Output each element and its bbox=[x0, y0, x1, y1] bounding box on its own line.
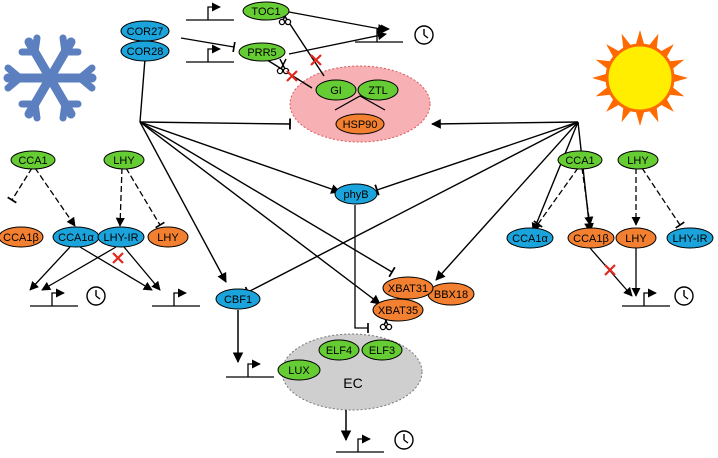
svg-text:CCA1: CCA1 bbox=[565, 155, 594, 167]
sun-ray bbox=[595, 59, 611, 69]
svg-text:ELF3: ELF3 bbox=[369, 345, 395, 357]
sun-icon bbox=[592, 30, 688, 126]
sun-ray bbox=[649, 33, 659, 49]
cbf1-node: CBF1 bbox=[215, 288, 261, 310]
svg-text:COR27: COR27 bbox=[127, 26, 164, 38]
svg-text:ZTL: ZTL bbox=[368, 85, 388, 97]
promoter-left-2 bbox=[152, 293, 200, 306]
svg-text:XBAT31: XBAT31 bbox=[388, 283, 428, 295]
promoter-lux bbox=[226, 364, 274, 377]
svg-text:CCA1α: CCA1α bbox=[58, 232, 94, 244]
sun-ray bbox=[649, 107, 659, 123]
svg-text:LUX: LUX bbox=[288, 365, 310, 377]
cca1-right-node: CCA1 bbox=[557, 150, 603, 170]
lhyir-left-node: LHY-IR bbox=[97, 226, 145, 248]
promoter-left-1 bbox=[30, 293, 78, 306]
cor27-node: COR27 bbox=[120, 20, 170, 42]
toc1-node: TOC1 bbox=[242, 1, 290, 21]
hsp90-node: HSP90 bbox=[335, 113, 385, 135]
svg-text:HSP90: HSP90 bbox=[343, 119, 378, 131]
lhy-right-orange-node: LHY bbox=[615, 227, 657, 249]
svg-text:LHY: LHY bbox=[627, 155, 649, 167]
svg-text:PRR5: PRR5 bbox=[247, 47, 276, 59]
svg-text:CCA1β: CCA1β bbox=[573, 233, 609, 245]
svg-text:TOC1: TOC1 bbox=[251, 6, 280, 18]
cca1a-left-node: CCA1α bbox=[52, 226, 100, 248]
promoter-ec bbox=[336, 439, 384, 452]
svg-text:LHY-IR: LHY-IR bbox=[103, 232, 138, 244]
cca1a-right-node: CCA1α bbox=[506, 227, 554, 249]
promoter-right bbox=[622, 293, 670, 306]
svg-text:CCA1α: CCA1α bbox=[512, 233, 548, 245]
lhy-left-orange-node: LHY bbox=[147, 226, 189, 248]
clock-icon-top bbox=[414, 25, 434, 45]
svg-text:ELF4: ELF4 bbox=[326, 345, 352, 357]
prr5-node: PRR5 bbox=[238, 42, 286, 62]
sun-ray bbox=[621, 33, 631, 49]
svg-text:GI: GI bbox=[330, 85, 342, 97]
snowflake-icon bbox=[3, 34, 97, 122]
red-x-icon bbox=[285, 69, 299, 83]
xbat31-node: XBAT31 bbox=[382, 276, 434, 300]
promoter-prr5 bbox=[186, 49, 234, 62]
clock-icon-right bbox=[674, 286, 694, 306]
sun-ray bbox=[635, 30, 645, 45]
lhyir-right-node: LHY-IR bbox=[666, 227, 714, 249]
promoter-toc1 bbox=[186, 7, 234, 20]
lux-node: LUX bbox=[277, 359, 321, 381]
svg-text:CCA1: CCA1 bbox=[18, 155, 47, 167]
cca1b-left-node: CCA1β bbox=[0, 226, 44, 248]
xbat35-node: XBAT35 bbox=[372, 298, 424, 322]
elf4-node: ELF4 bbox=[318, 339, 360, 361]
lhy-right-node: LHY bbox=[617, 150, 659, 170]
ztl-node: ZTL bbox=[357, 79, 399, 101]
svg-text:LHY: LHY bbox=[113, 155, 135, 167]
sun-ray bbox=[669, 87, 685, 97]
sun-ray bbox=[592, 73, 607, 83]
sun-ray bbox=[595, 87, 611, 97]
clock-icon-ec bbox=[394, 430, 414, 450]
lhy-left-node: LHY bbox=[103, 150, 145, 170]
cca1-left-node: CCA1 bbox=[10, 150, 56, 170]
sun-ray bbox=[673, 73, 688, 83]
red-x-icon bbox=[603, 263, 617, 277]
bbx18-node: BBX18 bbox=[427, 282, 475, 306]
svg-text:XBAT35: XBAT35 bbox=[378, 305, 418, 317]
svg-text:LHY: LHY bbox=[625, 233, 647, 245]
svg-text:COR28: COR28 bbox=[127, 46, 164, 58]
svg-text:BBX18: BBX18 bbox=[434, 289, 468, 301]
sun-ray bbox=[669, 59, 685, 69]
elf3-node: ELF3 bbox=[361, 339, 403, 361]
gi-node: GI bbox=[315, 79, 357, 101]
svg-text:CCA1β: CCA1β bbox=[3, 232, 39, 244]
cor28-node: COR28 bbox=[120, 40, 170, 62]
sun-ray bbox=[635, 111, 645, 126]
red-x-icon bbox=[111, 251, 125, 265]
svg-text:phyB: phyB bbox=[343, 189, 368, 201]
svg-text:LHY: LHY bbox=[157, 232, 179, 244]
svg-text:LHY-IR: LHY-IR bbox=[672, 233, 707, 245]
cca1b-right-node: CCA1β bbox=[567, 227, 615, 249]
svg-text:CBF1: CBF1 bbox=[224, 294, 252, 306]
sun-ray bbox=[621, 107, 631, 123]
clock-icon-left bbox=[86, 286, 106, 306]
phyb-node: phyB bbox=[334, 183, 378, 205]
ec-label: EC bbox=[343, 375, 362, 391]
